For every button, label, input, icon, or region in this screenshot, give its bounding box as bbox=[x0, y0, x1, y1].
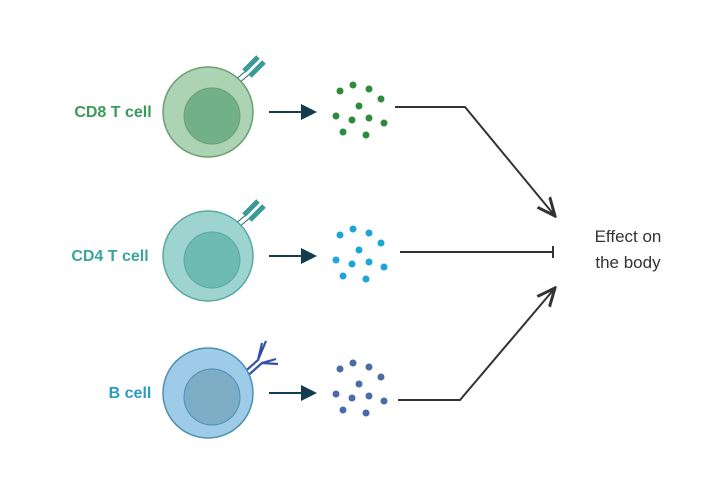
secreted-molecule bbox=[336, 87, 344, 95]
secreted-molecule bbox=[339, 128, 347, 136]
secreted-molecule bbox=[377, 239, 385, 247]
cell-nucleus bbox=[183, 87, 241, 145]
secreted-molecule bbox=[362, 131, 370, 139]
secreted-molecule bbox=[332, 112, 340, 120]
connector-cd8 bbox=[395, 106, 555, 216]
secreted-molecule bbox=[332, 390, 340, 398]
cell-label: B cell bbox=[109, 385, 152, 402]
antibody-icon bbox=[239, 340, 279, 380]
secreted-molecule bbox=[365, 114, 373, 122]
secreted-molecule bbox=[336, 365, 344, 373]
secreted-molecule bbox=[348, 260, 356, 268]
secreted-molecule bbox=[355, 380, 363, 388]
row-1: CD4 T cell bbox=[71, 199, 388, 302]
effect-line1: Effect on bbox=[595, 227, 662, 246]
secreted-molecule bbox=[380, 119, 388, 127]
secreted-molecule bbox=[365, 85, 373, 93]
secreted-molecule bbox=[339, 272, 347, 280]
secreted-molecule bbox=[336, 231, 344, 239]
secreted-molecule bbox=[365, 258, 373, 266]
secreted-molecule bbox=[348, 116, 356, 124]
secreted-molecule bbox=[339, 406, 347, 414]
secreted-molecule bbox=[349, 359, 357, 367]
cell-label: CD4 T cell bbox=[71, 248, 148, 265]
secreted-molecule bbox=[377, 95, 385, 103]
secreted-molecule bbox=[380, 263, 388, 271]
secreted-molecule bbox=[348, 394, 356, 402]
secreted-molecule bbox=[365, 229, 373, 237]
cell-nucleus bbox=[183, 368, 241, 426]
secreted-molecule bbox=[362, 409, 370, 417]
row-0: CD8 T cell bbox=[74, 55, 388, 158]
row-2: B cell bbox=[109, 340, 388, 439]
cell-nucleus bbox=[183, 231, 241, 289]
secreted-molecule bbox=[349, 225, 357, 233]
secreted-molecule bbox=[332, 256, 340, 264]
secreted-molecule bbox=[355, 102, 363, 110]
secreted-molecule bbox=[365, 392, 373, 400]
effect-line2: the body bbox=[595, 253, 661, 272]
secreted-molecule bbox=[355, 246, 363, 254]
secreted-molecule bbox=[380, 397, 388, 405]
secreted-molecule bbox=[362, 275, 370, 283]
cell-label: CD8 T cell bbox=[74, 104, 151, 121]
secreted-molecule bbox=[349, 81, 357, 89]
connector-b bbox=[398, 288, 555, 401]
secreted-molecule bbox=[377, 373, 385, 381]
secreted-molecule bbox=[365, 363, 373, 371]
